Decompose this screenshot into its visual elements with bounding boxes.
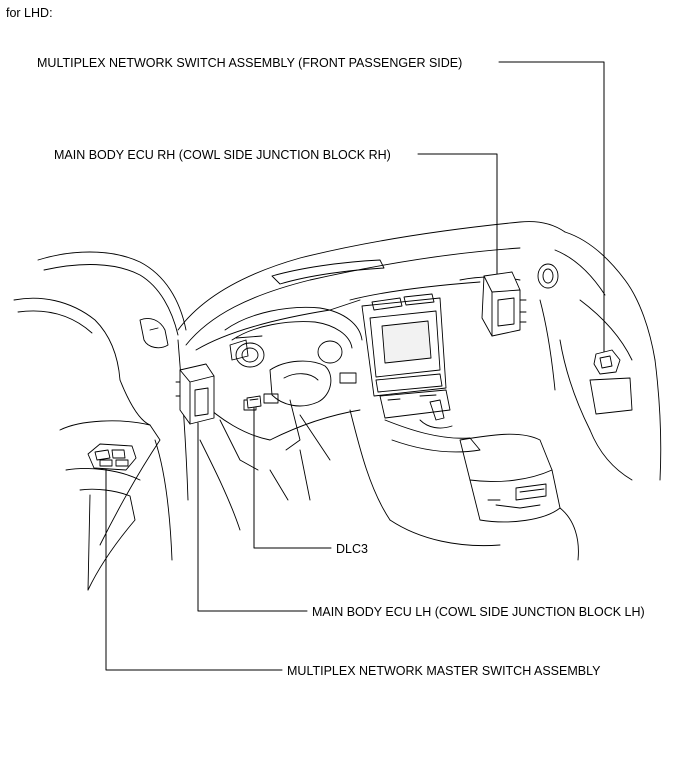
- leader-dlc3: [253, 404, 332, 549]
- passenger-switch-assembly: [593, 349, 621, 375]
- leader-ecu-rh: [417, 153, 498, 276]
- label-passenger-switch: MULTIPLEX NETWORK SWITCH ASSEMBLY (FRONT…: [37, 56, 463, 70]
- master-switch-assembly: [87, 443, 137, 471]
- label-ecu-rh: MAIN BODY ECU RH (COWL SIDE JUNCTION BLO…: [54, 148, 391, 162]
- label-dlc3: DLC3: [336, 542, 368, 556]
- leader-lines: [105, 61, 605, 671]
- dashboard: [177, 221, 566, 471]
- leader-master-switch: [105, 467, 283, 671]
- header-note: for LHD:: [6, 6, 53, 20]
- center-console: [349, 399, 579, 561]
- floor-area: [199, 439, 501, 546]
- right-door-panel: [539, 231, 662, 481]
- leader-passenger-switch: [498, 61, 605, 358]
- label-ecu-lh: MAIN BODY ECU LH (COWL SIDE JUNCTION BLO…: [312, 605, 645, 619]
- center-stack: [361, 263, 559, 419]
- leader-ecu-lh: [197, 422, 308, 612]
- label-master-switch: MULTIPLEX NETWORK MASTER SWITCH ASSEMBLY: [287, 664, 601, 678]
- left-door-panel: [13, 251, 189, 591]
- dlc3-connector: [246, 395, 262, 409]
- main-body-ecu-rh: [481, 271, 527, 337]
- main-body-ecu-lh: [175, 363, 215, 425]
